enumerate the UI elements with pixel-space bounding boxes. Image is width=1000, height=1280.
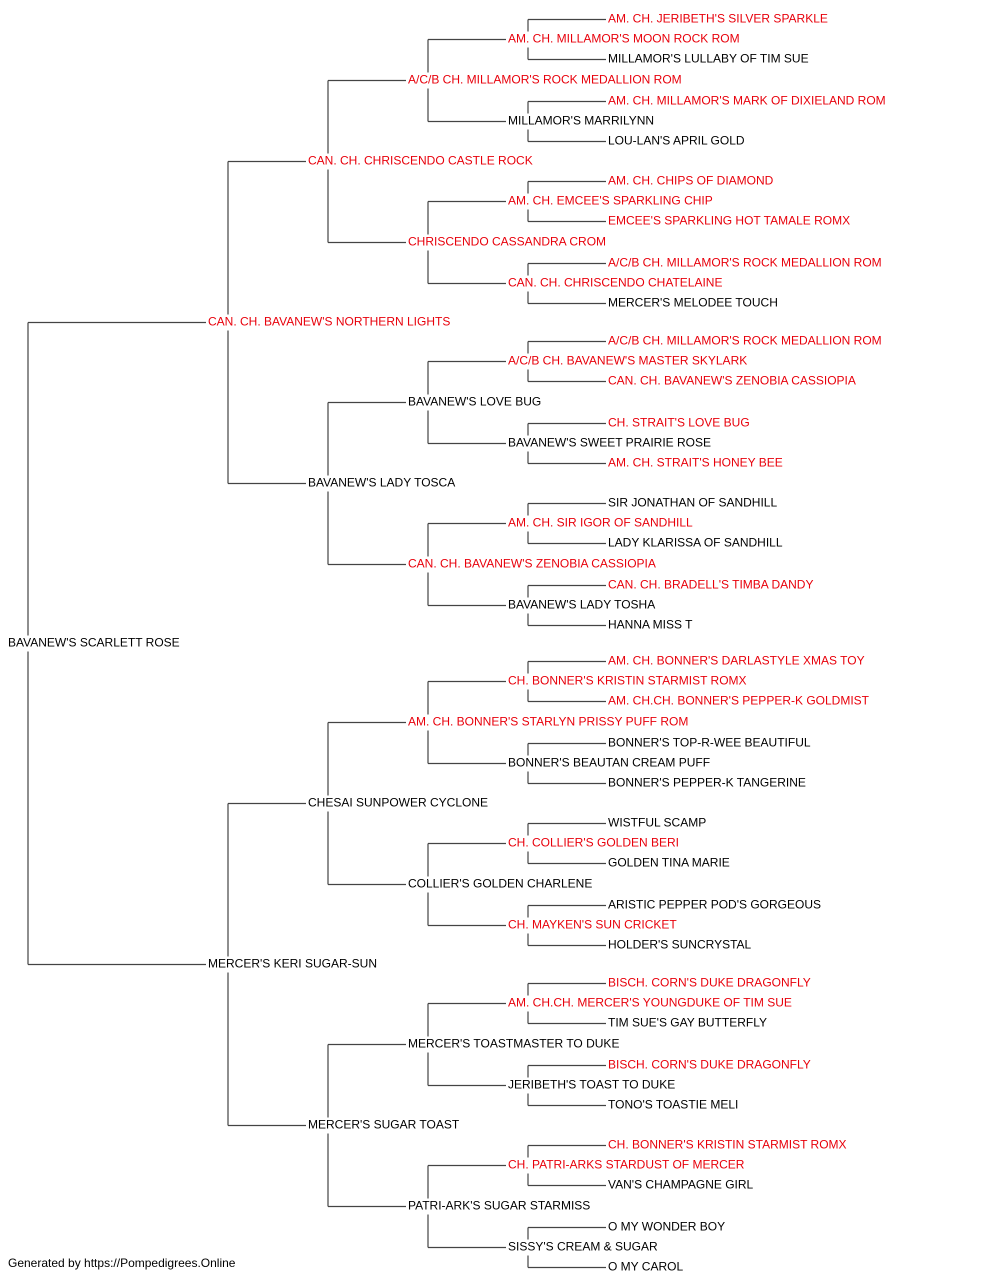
dog-name-gen3[interactable]: BAVANEW'S LOVE BUG	[408, 395, 541, 409]
dog-name-gen0[interactable]: BAVANEW'S SCARLETT ROSE	[8, 636, 180, 650]
dog-name-gen3[interactable]: COLLIER'S GOLDEN CHARLENE	[408, 877, 592, 891]
dog-name-gen5[interactable]: AM. CH. MILLAMOR'S MARK OF DIXIELAND ROM	[608, 94, 886, 108]
dog-name-gen4[interactable]: AM. CH. SIR IGOR OF SANDHILL	[508, 516, 693, 530]
dog-name-gen4[interactable]: AM. CH. EMCEE'S SPARKLING CHIP	[508, 194, 713, 208]
dog-name-gen4[interactable]: JERIBETH'S TOAST TO DUKE	[508, 1078, 675, 1092]
dog-name-gen5[interactable]: BISCH. CORN'S DUKE DRAGONFLY	[608, 1058, 811, 1072]
dog-name-gen3[interactable]: CHRISCENDO CASSANDRA CROM	[408, 235, 606, 249]
dog-name-gen5[interactable]: SIR JONATHAN OF SANDHILL	[608, 496, 777, 510]
dog-name-gen5[interactable]: AM. CH. STRAIT'S HONEY BEE	[608, 456, 783, 470]
dog-name-gen3[interactable]: PATRI-ARK'S SUGAR STARMISS	[408, 1199, 590, 1213]
dog-name-gen2[interactable]: CHESAI SUNPOWER CYCLONE	[308, 796, 488, 810]
dog-name-gen5[interactable]: LADY KLARISSA OF SANDHILL	[608, 536, 783, 550]
dog-name-gen3[interactable]: A/C/B CH. MILLAMOR'S ROCK MEDALLION ROM	[408, 73, 682, 87]
dog-name-gen3[interactable]: MERCER'S TOASTMASTER TO DUKE	[408, 1037, 619, 1051]
dog-name-gen5[interactable]: A/C/B CH. MILLAMOR'S ROCK MEDALLION ROM	[608, 256, 882, 270]
dog-name-gen5[interactable]: CAN. CH. BRADELL'S TIMBA DANDY	[608, 578, 813, 592]
dog-name-gen4[interactable]: CH. PATRI-ARKS STARDUST OF MERCER	[508, 1158, 745, 1172]
dog-name-gen5[interactable]: WISTFUL SCAMP	[608, 816, 706, 830]
dog-name-gen4[interactable]: A/C/B CH. BAVANEW'S MASTER SKYLARK	[508, 354, 747, 368]
dog-name-gen5[interactable]: MERCER'S MELODEE TOUCH	[608, 296, 778, 310]
dog-name-gen5[interactable]: GOLDEN TINA MARIE	[608, 856, 730, 870]
dog-name-gen5[interactable]: BISCH. CORN'S DUKE DRAGONFLY	[608, 976, 811, 990]
dog-name-gen5[interactable]: HANNA MISS T	[608, 618, 693, 632]
dog-name-gen5[interactable]: O MY CAROL	[608, 1260, 683, 1274]
dog-name-gen5[interactable]: AM. CH. CHIPS OF DIAMOND	[608, 174, 774, 188]
dog-name-gen5[interactable]: VAN'S CHAMPAGNE GIRL	[608, 1178, 754, 1192]
dog-name-gen5[interactable]: AM. CH. BONNER'S DARLASTYLE XMAS TOY	[608, 654, 865, 668]
dog-name-gen4[interactable]: AM. CH. MILLAMOR'S MOON ROCK ROM	[508, 32, 740, 46]
footer-credit: Generated by https://Pompedigrees.Online	[8, 1256, 236, 1270]
dog-name-gen2[interactable]: BAVANEW'S LADY TOSCA	[308, 476, 455, 490]
dog-name-gen4[interactable]: AM. CH.CH. MERCER'S YOUNGDUKE OF TIM SUE	[508, 996, 792, 1010]
dog-name-gen3[interactable]: CAN. CH. BAVANEW'S ZENOBIA CASSIOPIA	[408, 557, 656, 571]
dog-name-gen1[interactable]: CAN. CH. BAVANEW'S NORTHERN LIGHTS	[208, 315, 450, 329]
dog-name-gen5[interactable]: BONNER'S TOP-R-WEE BEAUTIFUL	[608, 736, 811, 750]
dog-name-gen2[interactable]: MERCER'S SUGAR TOAST	[308, 1118, 460, 1132]
dog-name-gen5[interactable]: CAN. CH. BAVANEW'S ZENOBIA CASSIOPIA	[608, 374, 856, 388]
dog-name-gen5[interactable]: BONNER'S PEPPER-K TANGERINE	[608, 776, 806, 790]
dog-name-gen4[interactable]: CH. MAYKEN'S SUN CRICKET	[508, 918, 677, 932]
dog-name-gen4[interactable]: MILLAMOR'S MARRILYNN	[508, 114, 654, 128]
dog-name-gen4[interactable]: CH. BONNER'S KRISTIN STARMIST ROMX	[508, 674, 747, 688]
dog-name-gen5[interactable]: TONO'S TOASTIE MELI	[608, 1098, 738, 1112]
dog-name-gen5[interactable]: A/C/B CH. MILLAMOR'S ROCK MEDALLION ROM	[608, 334, 882, 348]
dog-name-gen5[interactable]: AM. CH. JERIBETH'S SILVER SPARKLE	[608, 12, 828, 26]
dog-name-gen5[interactable]: TIM SUE'S GAY BUTTERFLY	[608, 1016, 767, 1030]
dog-name-gen5[interactable]: EMCEE'S SPARKLING HOT TAMALE ROMX	[608, 214, 850, 228]
dog-name-gen4[interactable]: BAVANEW'S LADY TOSHA	[508, 598, 655, 612]
dog-name-gen5[interactable]: O MY WONDER BOY	[608, 1220, 725, 1234]
dog-name-gen5[interactable]: MILLAMOR'S LULLABY OF TIM SUE	[608, 52, 809, 66]
dog-name-gen5[interactable]: ARISTIC PEPPER POD'S GORGEOUS	[608, 898, 821, 912]
dog-name-gen4[interactable]: BONNER'S BEAUTAN CREAM PUFF	[508, 756, 710, 770]
dog-name-gen5[interactable]: AM. CH.CH. BONNER'S PEPPER-K GOLDMIST	[608, 694, 870, 708]
dog-name-gen5[interactable]: CH. STRAIT'S LOVE BUG	[608, 416, 750, 430]
dog-name-gen3[interactable]: AM. CH. BONNER'S STARLYN PRISSY PUFF ROM	[408, 715, 688, 729]
dog-name-gen5[interactable]: LOU-LAN'S APRIL GOLD	[608, 134, 745, 148]
dog-name-gen4[interactable]: BAVANEW'S SWEET PRAIRIE ROSE	[508, 436, 711, 450]
dog-name-gen2[interactable]: CAN. CH. CHRISCENDO CASTLE ROCK	[308, 154, 533, 168]
dog-name-gen4[interactable]: SISSY'S CREAM & SUGAR	[508, 1240, 658, 1254]
dog-name-gen5[interactable]: HOLDER'S SUNCRYSTAL	[608, 938, 752, 952]
dog-name-gen4[interactable]: CH. COLLIER'S GOLDEN BERI	[508, 836, 679, 850]
dog-name-gen4[interactable]: CAN. CH. CHRISCENDO CHATELAINE	[508, 276, 722, 290]
dog-name-gen5[interactable]: CH. BONNER'S KRISTIN STARMIST ROMX	[608, 1138, 847, 1152]
dog-name-gen1[interactable]: MERCER'S KERI SUGAR-SUN	[208, 957, 377, 971]
